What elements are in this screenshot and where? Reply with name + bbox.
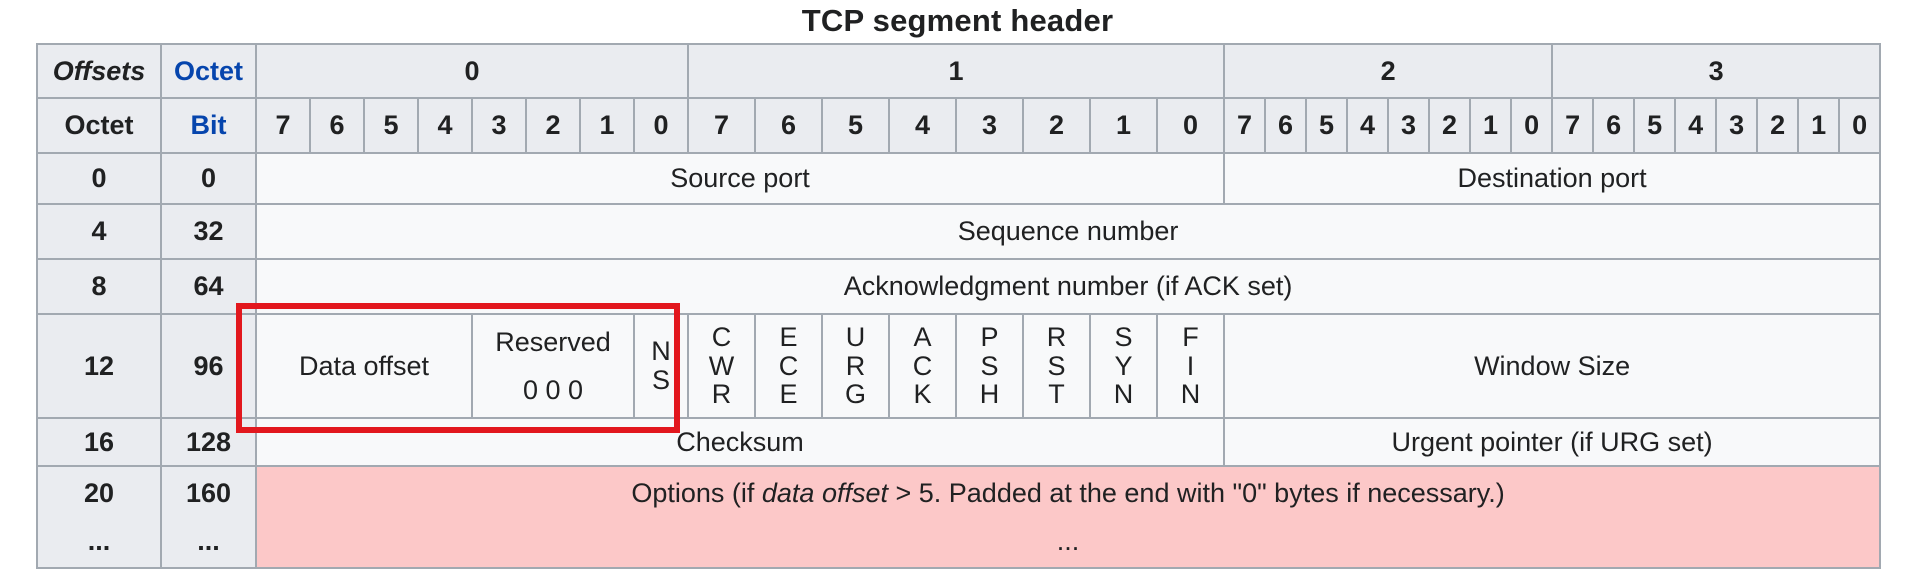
bit-col-header: 6	[1264, 97, 1308, 154]
sequence-number-cell: Sequence number	[254, 203, 1882, 260]
row-offset-8: 8 64 Acknowledgment number (if ACK set)	[36, 258, 1882, 315]
bit-col-header: 3	[1715, 97, 1759, 154]
offset-bit-cell: 64	[160, 258, 257, 315]
bit-col-header: 3	[471, 97, 527, 154]
offset-octet-cell: 20 ...	[36, 465, 162, 569]
window-size-cell: Window Size	[1223, 313, 1882, 419]
bit-col-header: 1	[1469, 97, 1513, 154]
flag-fin-cell: F I N	[1156, 313, 1226, 419]
options-italic-text: data offset	[761, 477, 888, 508]
bit-col-header: 0	[632, 97, 690, 154]
octet-label: Octet	[36, 97, 162, 154]
flag-ack-cell: A C K	[888, 313, 958, 419]
offset-bit-cell: 96	[160, 313, 257, 419]
bit-col-header: 4	[417, 97, 473, 154]
bit-col-header: 4	[1346, 97, 1390, 154]
tcp-header-table: Offsets Octet 0 1 2 3 Octet Bit 7 6 5 4 …	[36, 43, 1882, 569]
bit-col-header: 0	[1838, 97, 1882, 154]
destination-port-cell: Destination port	[1223, 152, 1882, 205]
bit-col-header: 2	[1022, 97, 1092, 154]
flag-cwr-cell: C W R	[687, 313, 757, 419]
ack-number-cell: Acknowledgment number (if ACK set)	[254, 258, 1882, 315]
options-cell: Options (if data offset > 5. Padded at t…	[254, 465, 1882, 569]
bit-header-row: Octet Bit 7 6 5 4 3 2 1 0 7 6 5 4 3 2 1 …	[36, 97, 1882, 154]
offset-octet-cell: 12	[36, 313, 162, 419]
bit-col-header: 5	[1305, 97, 1349, 154]
octet-group-0: 0	[254, 43, 690, 99]
offsets-label: Offsets	[36, 43, 162, 99]
bit-link[interactable]: Bit	[160, 97, 257, 154]
row-offset-20: 20 ... 160 ... Options (if data offset >…	[36, 465, 1882, 569]
urgent-pointer-cell: Urgent pointer (if URG set)	[1223, 417, 1882, 467]
offset-bit-cell: 160 ...	[160, 465, 257, 569]
bit-col-header: 1	[1797, 97, 1841, 154]
offset-octet-cell: 8	[36, 258, 162, 315]
bit-col-header: 5	[1633, 97, 1677, 154]
bit-col-header: 5	[363, 97, 419, 154]
bit-col-header: 6	[309, 97, 365, 154]
bit-col-header: 3	[955, 97, 1025, 154]
bit-col-header: 1	[1089, 97, 1159, 154]
flag-syn-cell: S Y N	[1089, 313, 1159, 419]
bit-col-header: 3	[1387, 97, 1431, 154]
bit-col-header: 1	[579, 97, 635, 154]
bit-col-header: 2	[1428, 97, 1472, 154]
bit-col-header: 2	[525, 97, 581, 154]
bit-col-header: 7	[687, 97, 757, 154]
bit-col-header: 4	[888, 97, 958, 154]
octet-group-3: 3	[1551, 43, 1882, 99]
offset-octet-cell: 16	[36, 417, 162, 467]
row-offset-4: 4 32 Sequence number	[36, 203, 1882, 260]
reserved-cell: Reserved 0 0 0	[471, 313, 635, 419]
offset-octet-cell: 4	[36, 203, 162, 260]
offset-bit-cell: 128	[160, 417, 257, 467]
offset-bit-cell: 0	[160, 152, 257, 205]
flag-ece-cell: E C E	[754, 313, 824, 419]
bit-col-header: 6	[1592, 97, 1636, 154]
flag-psh-cell: P S H	[955, 313, 1025, 419]
page-title: TCP segment header	[801, 3, 1114, 38]
bit-col-header: 2	[1756, 97, 1800, 154]
octet-group-2: 2	[1223, 43, 1554, 99]
flag-urg-cell: U R G	[821, 313, 891, 419]
octet-group-1: 1	[687, 43, 1226, 99]
options-text-line: Options (if data offset > 5. Padded at t…	[631, 477, 1505, 508]
data-offset-cell: Data offset	[255, 313, 473, 419]
bit-col-header: 7	[1551, 97, 1595, 154]
bit-col-header: 0	[1156, 97, 1226, 154]
flag-rst-cell: R S T	[1022, 313, 1092, 419]
bit-col-header: 4	[1674, 97, 1718, 154]
octet-group-header-row: Offsets Octet 0 1 2 3	[36, 43, 1882, 99]
ns-flag-cell: N S	[632, 313, 690, 419]
bit-col-header: 6	[754, 97, 824, 154]
checksum-cell: Checksum	[254, 417, 1226, 467]
bit-col-header: 0	[1510, 97, 1554, 154]
bit-col-header: 7	[1223, 97, 1267, 154]
row-offset-16: 16 128 Checksum Urgent pointer (if URG s…	[36, 417, 1882, 467]
bit-col-header: 7	[255, 97, 311, 154]
row-offset-12: 12 96 Data offset Reserved 0 0 0 N S C W…	[36, 313, 1882, 419]
source-port-cell: Source port	[254, 152, 1226, 205]
row-offset-0: 0 0 Source port Destination port	[36, 152, 1882, 205]
offset-bit-cell: 32	[160, 203, 257, 260]
bit-col-header: 5	[821, 97, 891, 154]
octet-link[interactable]: Octet	[160, 43, 257, 99]
offset-octet-cell: 0	[36, 152, 162, 205]
options-ellipsis: ...	[1056, 526, 1080, 556]
